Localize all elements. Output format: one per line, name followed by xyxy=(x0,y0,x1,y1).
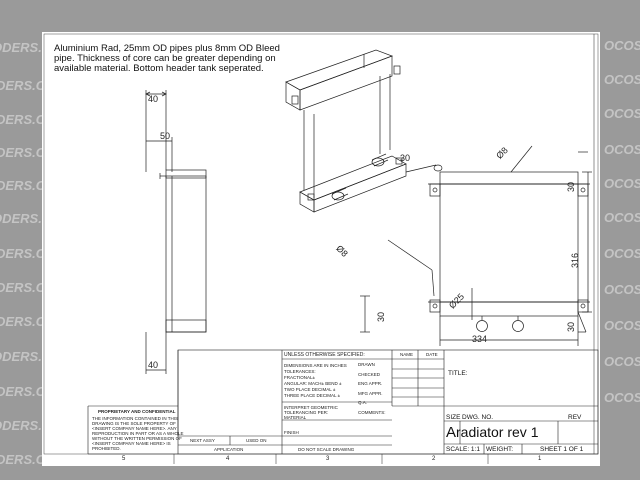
proprietary-line: THE INFORMATION CONTAINED IN THIS xyxy=(92,416,179,421)
next-assy-label: NEXT ASSY xyxy=(190,438,215,443)
approval-checked: CHECKED xyxy=(358,372,381,377)
proprietary-line: <INSERT COMPANY NAME HERE>. ANY xyxy=(92,426,177,431)
watermark-text: OCOST xyxy=(604,390,640,405)
date-header: DATE xyxy=(426,352,438,357)
tolerance-line: TOLERANCES: xyxy=(284,369,316,374)
watermark-text: OCOST xyxy=(604,282,640,297)
title-label: TITLE: xyxy=(448,370,468,377)
zone-number: 1 xyxy=(538,456,542,462)
tolerance-line: DIMENSIONS ARE IN INCHES xyxy=(284,363,347,368)
size-value: A xyxy=(446,424,457,441)
design-note: Aluminium Rad, 25mm OD pipes plus 8mm OD… xyxy=(54,43,280,74)
proprietary-line: REPRODUCTION IN PART OR AS A WHOLE xyxy=(92,431,184,436)
dimension-label: 316 xyxy=(570,252,580,268)
approval-qa: Q.A. xyxy=(358,400,368,405)
watermark-text: DERS.CO xyxy=(0,178,56,193)
dimension-label: 30 xyxy=(566,321,576,332)
isometric-view xyxy=(285,49,443,213)
watermark-text: OCOST xyxy=(604,106,640,121)
dimension-label: 30 xyxy=(400,153,411,163)
size-label: SIZE xyxy=(446,414,461,421)
proprietary-line: PROHIBITED. xyxy=(92,446,121,451)
watermark-text: OCOST xyxy=(604,246,640,261)
proprietary-title: PROPRIETARY AND CONFIDENTIAL xyxy=(98,409,176,414)
watermark-text: DERS.CO xyxy=(0,280,56,295)
proprietary-line: <INSERT COMPANY NAME HERE> IS xyxy=(92,441,171,446)
dimension-label: 30 xyxy=(566,181,576,192)
watermark-text: DERS.CO xyxy=(0,246,56,261)
scale-label: SCALE: 1:1 xyxy=(446,446,480,453)
watermark-text: DERS.CO xyxy=(0,384,56,399)
dimension-label: 334 xyxy=(472,334,488,344)
weight-label: WEIGHT: xyxy=(486,446,514,453)
zone-number: 3 xyxy=(326,456,330,462)
no-scale-label: DO NOT SCALE DRAWING xyxy=(298,447,355,452)
finish-label: FINISH xyxy=(284,430,299,435)
drawing-title: radiator rev 1 xyxy=(456,424,539,440)
watermark-text: OCOST xyxy=(604,318,640,333)
dimension-label: 40 xyxy=(148,360,159,370)
tolerances-header: UNLESS OTHERWISE SPECIFIED: xyxy=(284,352,365,358)
sheet-label: SHEET 1 OF 1 xyxy=(540,446,584,453)
side-view xyxy=(145,90,207,374)
rev-label: REV xyxy=(568,414,582,421)
watermark-text: OCOST xyxy=(604,142,640,157)
watermark-text: OCOST xyxy=(604,72,640,87)
proprietary-line: DRAWING IS THE SOLE PROPERTY OF xyxy=(92,421,176,426)
approval-comments: COMMENTS: xyxy=(358,410,386,415)
application-label: APPLICATION xyxy=(214,447,244,452)
dwg-no-label: DWG. NO. xyxy=(462,414,494,421)
watermark-text: DERS.CO xyxy=(0,452,56,467)
dimension-label: 30 xyxy=(376,311,386,322)
name-header: NAME xyxy=(400,352,414,357)
drawing-lines xyxy=(43,33,599,464)
watermark-text: DERS.CO xyxy=(0,112,56,127)
watermark-text: OCOST xyxy=(604,38,640,53)
tolerance-line: THREE PLACE DECIMAL ± xyxy=(284,393,341,398)
approval-drawn: DRAWN xyxy=(358,362,375,367)
zone-number: 5 xyxy=(122,456,126,462)
material-label: MATERIAL xyxy=(284,415,307,420)
used-on-label: USED ON xyxy=(246,438,267,443)
proprietary-line: WITHOUT THE WRITTEN PERMISSION OF xyxy=(92,436,182,441)
interpret-line: INTERPRET GEOMETRIC xyxy=(284,405,338,410)
dimension-label: 40 xyxy=(148,94,159,104)
tolerance-line: FRACTIONAL± xyxy=(284,375,315,380)
tolerance-line: TWO PLACE DECIMAL ± xyxy=(284,387,336,392)
watermark-text: OCOST xyxy=(604,176,640,191)
front-view xyxy=(360,145,592,346)
approval-eng: ENG APPR. xyxy=(358,381,383,386)
watermark-text: OCOST xyxy=(604,210,640,225)
approval-mfg: MFG APPR. xyxy=(358,391,383,396)
title-block-lines xyxy=(87,349,599,455)
tolerance-line: ANGULAR: MACH± BEND ± xyxy=(284,381,342,386)
drawing-sheet: Aluminium Rad, 25mm OD pipes plus 8mm OD… xyxy=(42,32,600,466)
interpret-line: TOLERANCING PER: xyxy=(284,410,329,415)
watermark-text: DERS.CO xyxy=(0,78,56,93)
watermark-text: DERS.CO xyxy=(0,145,56,160)
zone-number: 4 xyxy=(226,456,230,462)
watermark-text: DERS.CO xyxy=(0,314,56,329)
dimension-label: 50 xyxy=(160,131,171,141)
zone-number: 2 xyxy=(432,456,436,462)
watermark-text: OCOST xyxy=(604,354,640,369)
